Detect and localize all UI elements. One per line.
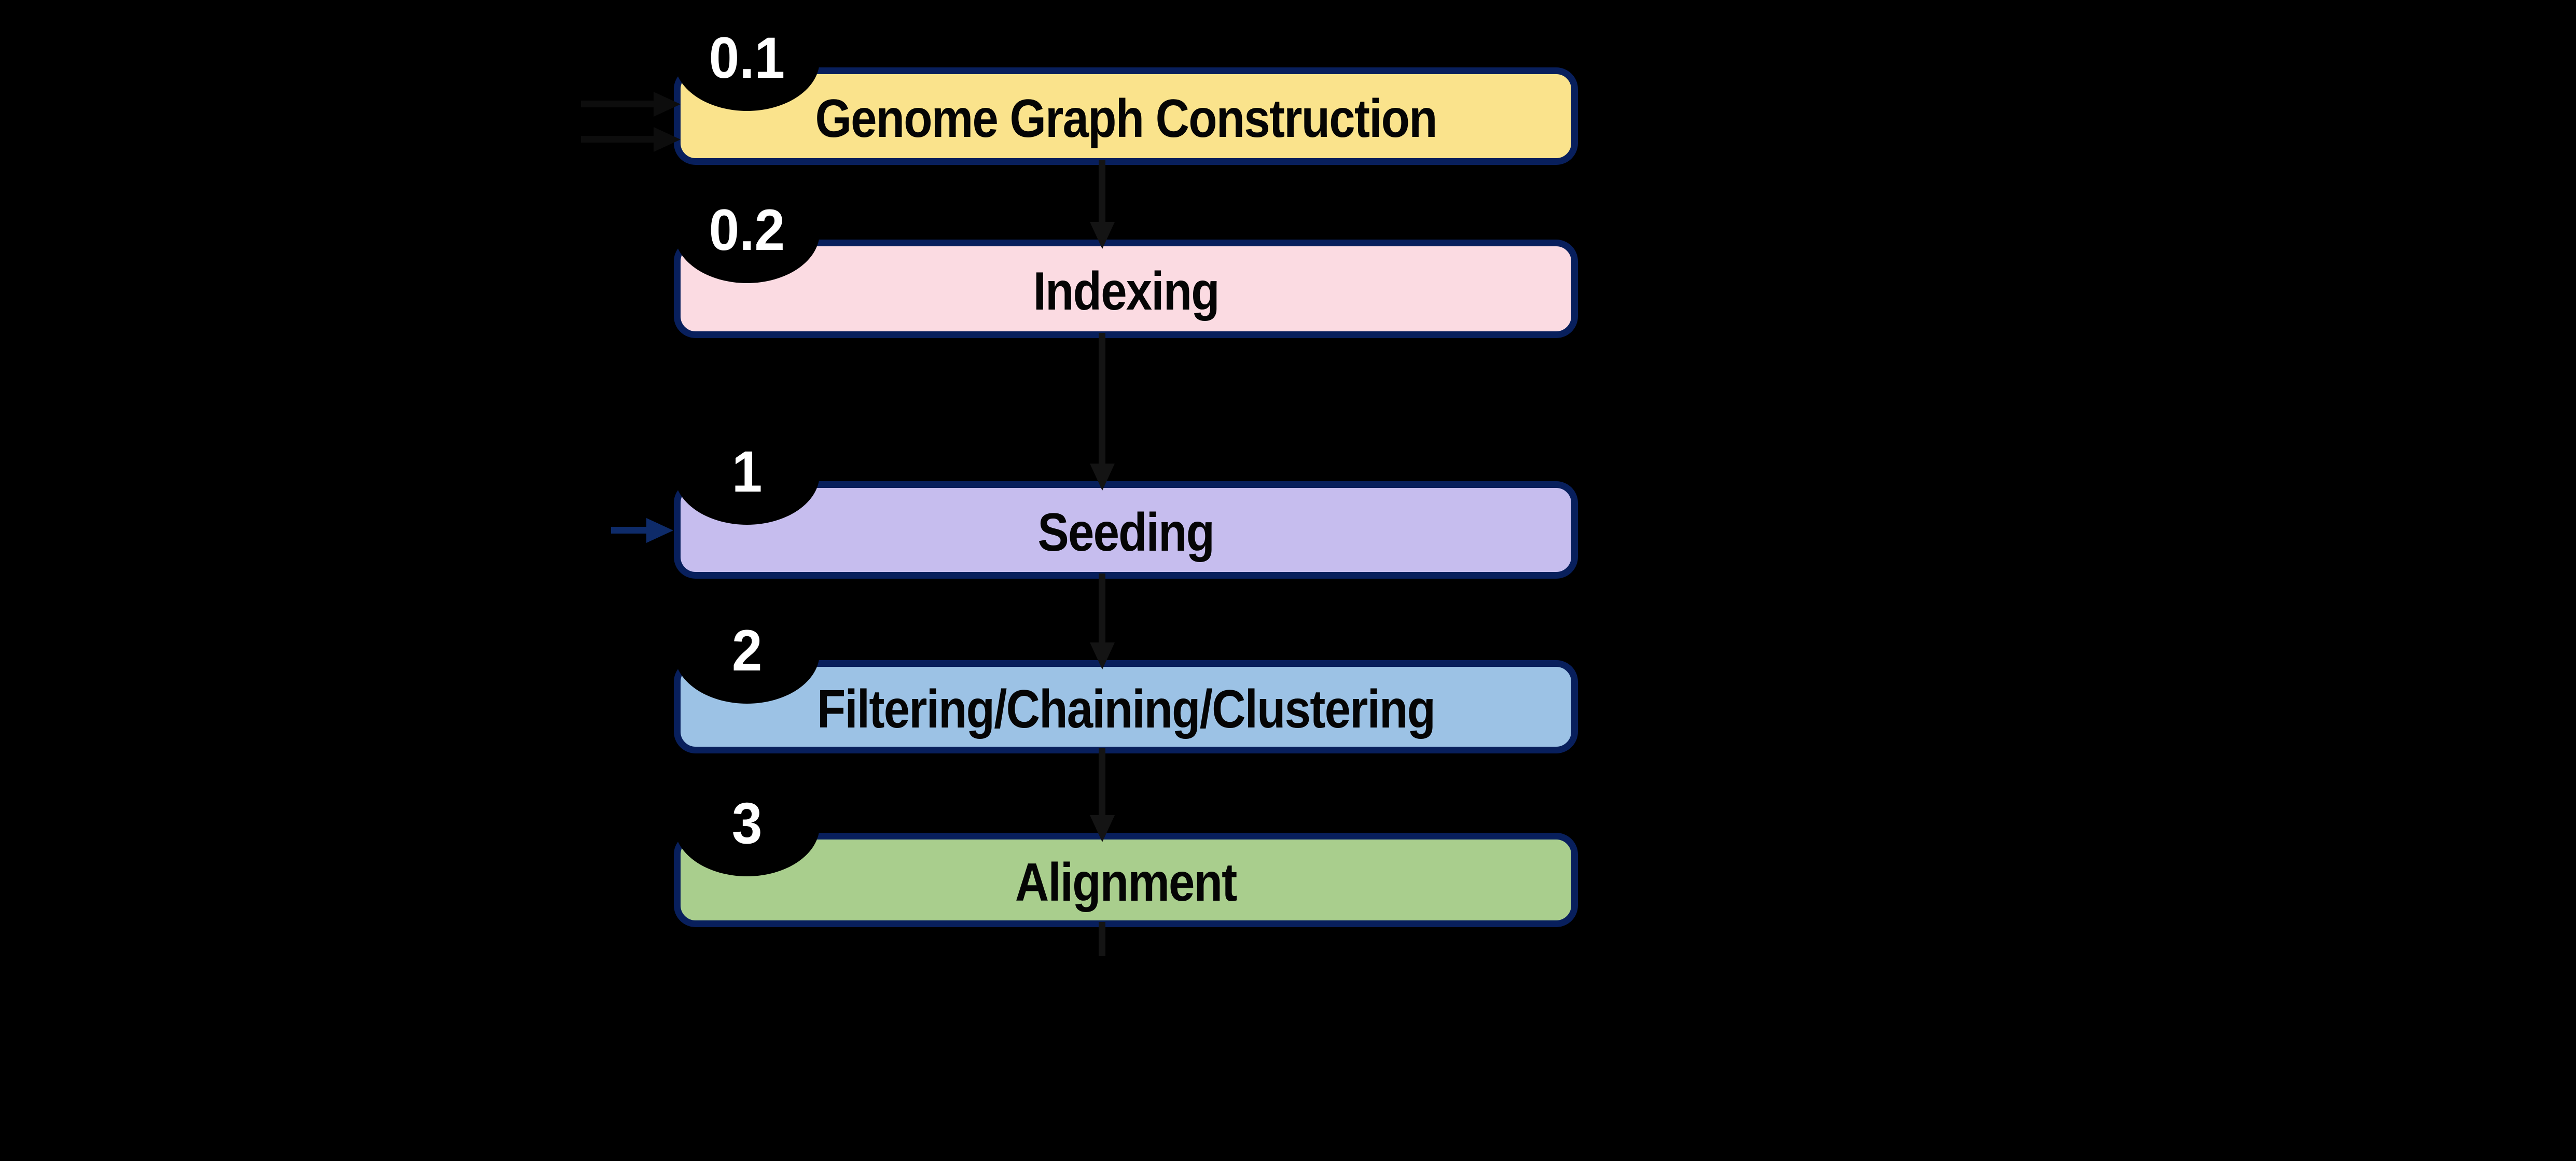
stage-label: Alignment bbox=[1015, 852, 1237, 913]
hidden-input-arrowhead-icon bbox=[654, 127, 681, 152]
stage-box-3: Alignment bbox=[674, 833, 1578, 927]
stage-number-badge: 0.1 bbox=[674, 10, 820, 111]
stage-label: Indexing bbox=[1033, 261, 1220, 321]
stage-label: Filtering/Chaining/Clustering bbox=[816, 679, 1436, 739]
flow-arrowhead-icon bbox=[1089, 222, 1115, 249]
stage-number: 2 bbox=[731, 618, 763, 683]
stage-box-0.2: Indexing bbox=[674, 240, 1578, 338]
hidden-input-arrowhead-icon bbox=[654, 92, 681, 117]
stage-label: Seeding bbox=[1037, 502, 1215, 563]
seeding-input-arrow-shaft bbox=[611, 527, 649, 534]
stage-number: 0.2 bbox=[709, 197, 785, 262]
flow-arrow-shaft bbox=[1099, 573, 1105, 647]
flow-arrow-shaft bbox=[1099, 160, 1105, 226]
stage-number-badge: 3 bbox=[674, 776, 820, 876]
hidden-input-arrow-shaft bbox=[581, 136, 655, 143]
stage-label: Genome Graph Construction bbox=[815, 88, 1437, 149]
stage-number: 0.1 bbox=[709, 25, 785, 90]
flow-arrowhead-icon bbox=[1089, 642, 1115, 669]
stage-box-2: Filtering/Chaining/Clustering bbox=[674, 660, 1578, 753]
stage-box-0.1: Genome Graph Construction bbox=[674, 67, 1578, 165]
hidden-input-arrow-shaft bbox=[581, 101, 655, 107]
stage-box-1: Seeding bbox=[674, 481, 1578, 579]
stage-number: 3 bbox=[731, 790, 763, 856]
flow-arrow-shaft bbox=[1099, 922, 1105, 956]
flow-arrow-shaft bbox=[1099, 748, 1105, 819]
stage-number-badge: 1 bbox=[674, 424, 820, 525]
flow-arrowhead-icon bbox=[1089, 464, 1115, 491]
stage-number: 1 bbox=[731, 439, 763, 504]
stage-number-badge: 2 bbox=[674, 603, 820, 704]
flow-arrow-shaft bbox=[1099, 333, 1105, 468]
seeding-input-arrow-icon bbox=[646, 518, 673, 543]
stage-number-badge: 0.2 bbox=[674, 183, 820, 283]
flow-arrowhead-icon bbox=[1089, 815, 1115, 842]
